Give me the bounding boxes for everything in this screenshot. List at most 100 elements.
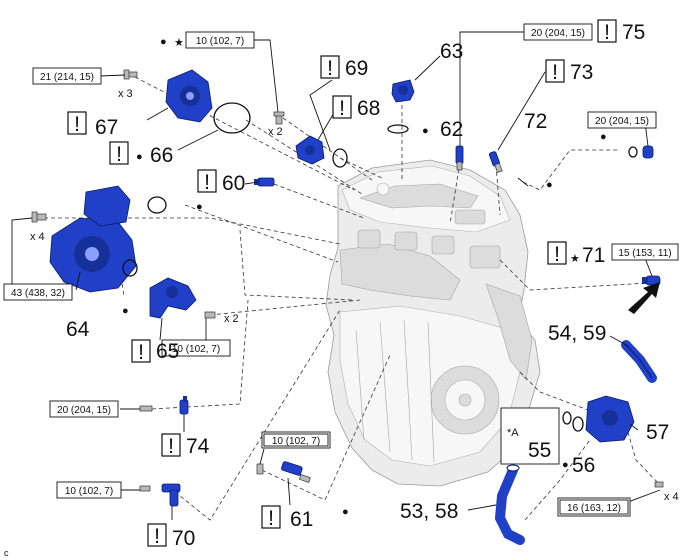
boss-4 (469, 245, 501, 269)
lead-torque-top (232, 39, 279, 113)
callout-68: 68 (357, 97, 380, 120)
torque-text-70: 10 (102, 7) (65, 486, 113, 497)
part-66-gasket (213, 102, 251, 134)
lead-57 (629, 423, 639, 431)
caution-75-glyph: ! (604, 21, 610, 44)
lead-64 (75, 271, 81, 291)
dash-66 (245, 119, 363, 195)
lead-71 (644, 257, 653, 277)
callout-72: 72 (524, 110, 547, 133)
crank-center (458, 393, 472, 407)
lead-75 (459, 31, 524, 146)
part-74-bracket (179, 396, 189, 415)
caution-74-glyph: ! (168, 435, 174, 458)
torque-text-75: 20 (204, 15) (531, 28, 585, 39)
inset-label: *A (507, 427, 519, 439)
callout-55: 55 (528, 439, 551, 462)
callout-numbers: 67 66 69 68 63 62 60 75 73 72 71 64 65 7… (66, 21, 669, 550)
qty-x4-right: x 4 (664, 491, 679, 503)
part-56-o-ring-a (562, 411, 572, 425)
hose-end (506, 464, 520, 472)
torque-text-71: 15 (153, 11) (618, 248, 671, 259)
dash-57 (519, 371, 589, 411)
bullet-64-lower-icon: ● (122, 305, 129, 317)
torque-box-74 (49, 400, 119, 418)
part-71-sensor (642, 275, 661, 286)
caution-60-glyph: ! (204, 171, 210, 194)
bullet-66-icon: ● (136, 151, 143, 163)
bullet-62-icon: ● (422, 125, 429, 137)
qty-x2-65: x 2 (224, 313, 239, 325)
caution-61-glyph: ! (268, 507, 274, 530)
torque-box-75 (523, 23, 593, 41)
lead-66 (177, 129, 219, 151)
callout-74: 74 (186, 435, 210, 458)
dash-72 (522, 149, 620, 191)
part-73-washer (517, 177, 529, 187)
part-64-lower-o-ring (122, 259, 138, 277)
callout-71: 71 (582, 244, 605, 267)
callout-64: 64 (66, 318, 90, 341)
torque-box-43 (3, 283, 73, 301)
dash-61 (261, 354, 391, 501)
torque-text-16: 16 (163, 12) (567, 503, 621, 514)
callout-60: 60 (222, 172, 245, 195)
torque-text-65: 10 (102, 7) (172, 344, 220, 355)
engine-assembly (325, 159, 541, 487)
callout-70: 70 (172, 527, 195, 550)
dash-67 (134, 76, 355, 191)
bullet-top-icon: ● (160, 36, 167, 48)
callout-65: 65 (156, 340, 179, 363)
lead-61 (287, 477, 291, 506)
callout-61: 61 (290, 508, 313, 531)
caution-66-icon (109, 141, 129, 165)
caution-70-icon (147, 523, 167, 547)
torque-box-16-inner (559, 499, 629, 515)
caution-68-glyph: ! (339, 97, 345, 120)
lead-53 (467, 504, 497, 511)
caution-69-glyph: ! (327, 57, 333, 80)
caution-65-glyph: ! (138, 341, 144, 364)
part-64-upper-o-ring (147, 196, 167, 214)
part-69-o-ring (332, 148, 348, 168)
bolt-64 (31, 211, 47, 223)
lead-63 (414, 55, 441, 81)
lead-69 (309, 79, 333, 151)
lead-54 (609, 335, 629, 347)
caution-75-icon (597, 19, 617, 43)
torque-text-72: 20 (204, 15) (595, 116, 649, 127)
callout-75: 75 (622, 21, 645, 44)
rib-3 (403, 319, 413, 461)
caution-70-glyph: ! (154, 525, 160, 548)
caution-73-glyph: ! (552, 61, 558, 84)
part-63-cap (391, 79, 415, 103)
torque-boxes: 10 (102, 7) 21 (214, 15) 20 (204, 15) 20… (3, 23, 679, 517)
callout-67: 67 (95, 116, 118, 139)
dash-64-ring (184, 204, 339, 263)
boss-2 (394, 231, 418, 251)
dash-60 (273, 183, 365, 219)
torque-text-61: 10 (102, 7) (272, 436, 320, 447)
bullet-72-icon: ● (600, 131, 607, 143)
bullet-61-icon: ● (342, 506, 349, 518)
bolt-68 (273, 111, 285, 125)
precoat-star-top-icon: ★ (174, 37, 184, 49)
dash-65 (239, 229, 353, 301)
cam-end (454, 209, 486, 225)
dash-64-bolt (44, 217, 341, 245)
rib-1 (355, 329, 365, 441)
torque-text-43: 43 (438, 32) (11, 288, 65, 299)
torque-text-74: 20 (204, 15) (57, 405, 111, 416)
part-75-sensor (455, 145, 464, 171)
part-65-water-inlet (149, 277, 197, 319)
lead-65 (159, 317, 163, 341)
dash-71 (499, 259, 649, 291)
torque-text-top: 10 (102, 7) (196, 36, 244, 47)
bolt-74 (139, 405, 153, 412)
dash-73 (495, 164, 501, 216)
caution-71-icon (547, 241, 567, 265)
lead-67 (146, 107, 169, 121)
part-73-sensor (488, 151, 503, 173)
part-62-gasket (387, 124, 409, 134)
